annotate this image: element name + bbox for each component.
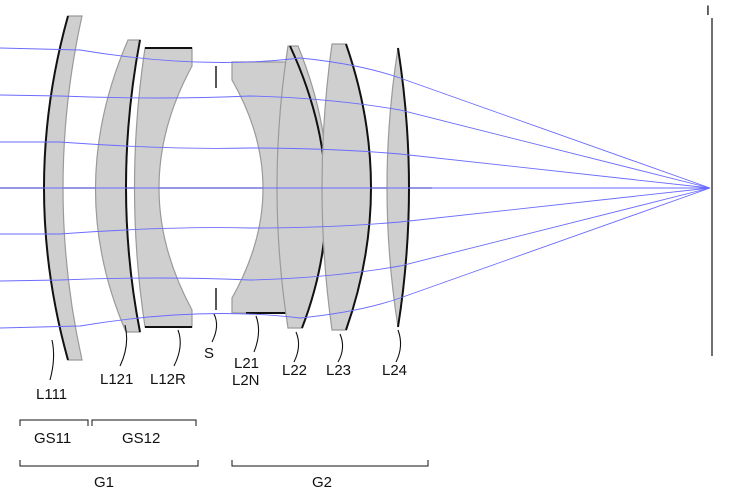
ray-7 (0, 187, 711, 329)
leader-l121 (119, 324, 128, 367)
bracket-g2 (231, 460, 429, 467)
leader-l21 (253, 315, 260, 353)
label-l121: L121 (100, 371, 133, 388)
lens-l121-edge (125, 39, 141, 333)
leader-l111 (49, 339, 55, 381)
ray-6 (0, 187, 711, 282)
label-l12r: L12R (150, 371, 186, 388)
lens-l23-edge (345, 43, 372, 331)
label-l21: L21 (234, 355, 259, 372)
leader-l22 (293, 331, 300, 363)
label-stop: S (204, 345, 214, 362)
label-g1: G1 (94, 474, 114, 491)
bracket-g1 (19, 460, 199, 467)
label-g2: G2 (312, 474, 332, 491)
label-l2n: L2N (232, 372, 260, 389)
label-l24: L24 (382, 362, 407, 379)
label-l111: L111 (36, 386, 67, 403)
ray-1 (0, 47, 711, 189)
leader-l24 (395, 329, 402, 363)
lens-l23 (321, 43, 372, 331)
leader-l23 (337, 333, 344, 363)
label-gs11: GS11 (34, 430, 71, 447)
ray-5 (0, 187, 711, 235)
ray-2 (0, 94, 711, 189)
lens-l22 (276, 45, 329, 329)
label-l22: L22 (282, 362, 307, 379)
bracket-gs11 (19, 419, 89, 426)
leader-stop (211, 313, 218, 343)
bracket-gs12 (91, 419, 197, 426)
lens-l24 (386, 47, 410, 328)
ray-3 (0, 141, 711, 189)
image-plane-label: I (706, 2, 710, 18)
leader-l12r (173, 329, 181, 367)
label-gs12: GS12 (122, 430, 160, 447)
label-l23: L23 (326, 362, 351, 379)
